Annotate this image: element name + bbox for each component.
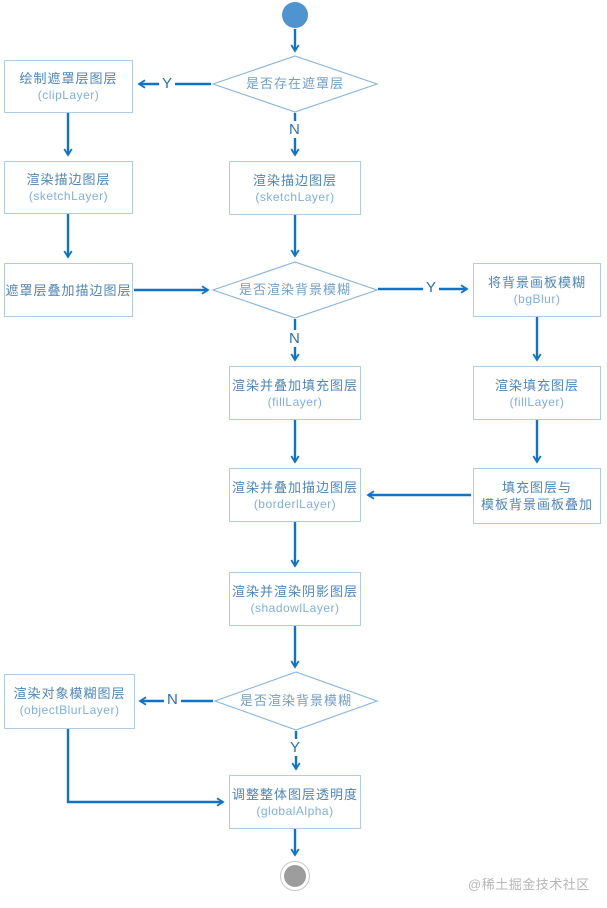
node-title: 渲染描边图层 [252, 172, 337, 188]
node-bg-blur: 将背景画板模糊 (bgBlur) [473, 263, 601, 317]
node-sketch-layer-center: 渲染描边图层 (sketchLayer) [229, 161, 361, 215]
end-node-icon [280, 861, 310, 891]
node-title: 遮罩层叠加描边图层 [5, 282, 132, 298]
node-title: 渲染描边图层 [26, 172, 111, 187]
node-title: 渲染填充图层 [494, 377, 579, 393]
node-title: 渲染并叠加描边图层 [231, 479, 358, 495]
branch-no-d3: N [164, 691, 181, 708]
node-title: 渲染并渲染阴影图层 [231, 583, 358, 599]
node-code: (fillLayer) [509, 394, 565, 409]
decision-bg-blur2-shape [213, 671, 379, 731]
node-merge-fill-bg: 填充图层与 模板背景画板叠加 [473, 468, 601, 524]
node-title: 调整整体图层透明度 [231, 786, 358, 802]
node-clip-layer: 绘制遮罩层图层 (clipLayer) [4, 60, 133, 113]
decision-bg-blur-shape [211, 261, 379, 319]
node-fill-layer-center: 渲染并叠加填充图层 (fillLayer) [229, 366, 361, 420]
node-code: (clipLayer) [37, 88, 100, 102]
watermark-text: @稀土掘金技术社区 [468, 877, 590, 892]
node-code: (globalAlpha) [256, 803, 334, 818]
node-code: (bgBlur) [513, 291, 561, 306]
decision-bg-blur-label: 是否渲染背景模糊 [238, 282, 351, 297]
node-global-alpha: 调整整体图层透明度 (globalAlpha) [229, 775, 361, 829]
node-code: (sketchLayer) [28, 189, 109, 203]
branch-yes-d3: Y [287, 739, 304, 756]
node-title: 渲染并叠加填充图层 [231, 377, 358, 393]
branch-no-d2: N [286, 330, 303, 347]
node-mask-overlay: 遮罩层叠加描边图层 [4, 263, 133, 317]
node-border-layer: 渲染并叠加描边图层 (borderlLayer) [229, 468, 361, 522]
node-code: (sketchLayer) [255, 189, 335, 204]
node-object-blur-layer: 渲染对象模糊图层 (objectBlurLayer) [4, 674, 135, 729]
node-title-line1: 填充图层与 [501, 480, 572, 495]
node-sketch-layer-left: 渲染描边图层 (sketchLayer) [4, 161, 133, 214]
branch-yes-d1: Y [159, 75, 176, 92]
node-title: 渲染对象模糊图层 [13, 686, 126, 701]
node-title: 将背景画板模糊 [487, 274, 586, 290]
node-code: (objectBlurLayer) [19, 703, 120, 717]
decision-has-mask-shape [211, 55, 379, 113]
edge-objectblur-globalalpha [66, 729, 223, 802]
node-fill-layer-right: 渲染填充图层 (fillLayer) [473, 366, 601, 420]
end-node-inner-dot [284, 865, 306, 887]
node-title: 绘制遮罩层图层 [19, 71, 118, 86]
node-code: (fillLayer) [267, 394, 323, 409]
node-code: (borderlLayer) [253, 496, 337, 511]
branch-no-d1: N [286, 121, 303, 138]
decision-bg-blur2-label: 是否渲染背景模糊 [239, 693, 352, 708]
node-title-line2: 模板背景画板叠加 [480, 497, 593, 512]
branch-yes-d2: Y [423, 279, 440, 296]
node-code: (shadowlLayer) [250, 600, 340, 615]
start-node-icon [282, 2, 308, 28]
node-shadow-layer: 渲染并渲染阴影图层 (shadowlLayer) [229, 572, 361, 626]
decision-has-mask-label: 是否存在遮罩层 [245, 76, 344, 91]
